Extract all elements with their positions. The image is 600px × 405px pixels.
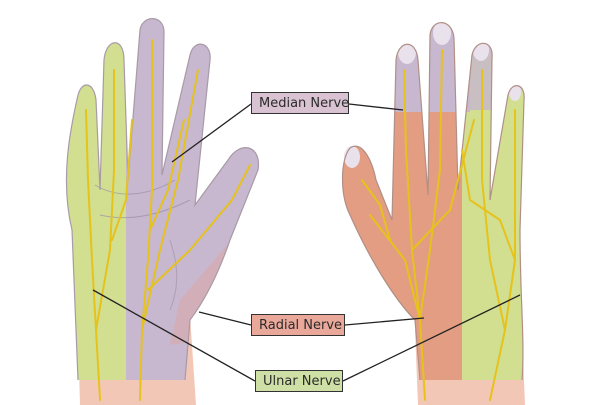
- radial-leader-left: [198, 311, 252, 326]
- leader-lines: [92, 103, 521, 382]
- ulnar-leader-right: [342, 294, 521, 382]
- ulnar-leader-left: [92, 289, 256, 382]
- right-median-fingertips: [380, 22, 470, 112]
- median-nerve-label: Median Nerve: [251, 92, 349, 114]
- ulnar-nerve-label: Ulnar Nerve: [255, 370, 343, 392]
- right-nerves: [361, 49, 516, 401]
- left-nerves: [85, 39, 251, 401]
- median-leader-right: [348, 103, 404, 111]
- right-hand-back: [341, 22, 525, 405]
- left-ulnar-region: [66, 18, 126, 380]
- thumb-nail: [344, 146, 360, 168]
- radial-nerve-label: Radial Nerve: [251, 314, 345, 336]
- median-leader-left: [171, 103, 252, 163]
- radial-leader-right: [344, 317, 425, 326]
